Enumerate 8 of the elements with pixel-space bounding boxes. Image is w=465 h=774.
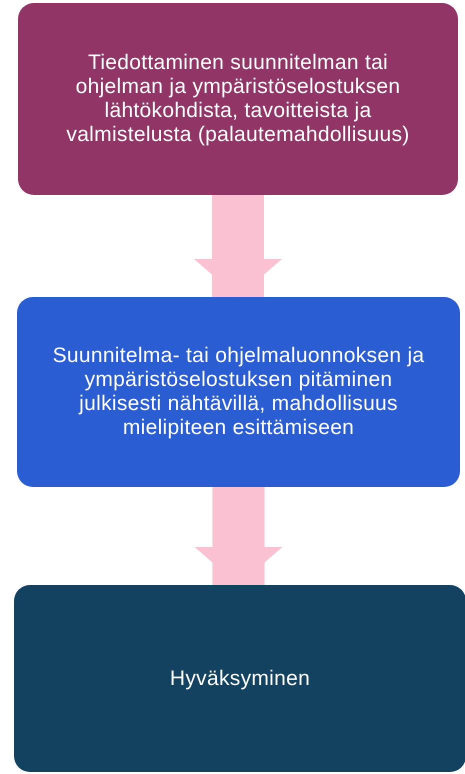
arrow	[194, 487, 282, 585]
process-box	[17, 297, 460, 487]
process-box	[14, 585, 465, 772]
arrow	[194, 195, 282, 297]
box-text: Hyväksyminen	[170, 666, 310, 690]
process-box	[18, 3, 458, 195]
box-text: Tiedottaminen suunnitelman tai ohjelman ja ympäristöselostuksen lähtökohdista, tavoitteista ja valmistelusta (palautemahdollisuus)	[65, 51, 411, 147]
box-text: Suunnitelma- tai ohjelmaluonnoksen ja ympäristöselostuksen pitäminen julkisesti nähtävillä, mahdollisuus mielipiteen esittämiseen	[52, 344, 426, 440]
